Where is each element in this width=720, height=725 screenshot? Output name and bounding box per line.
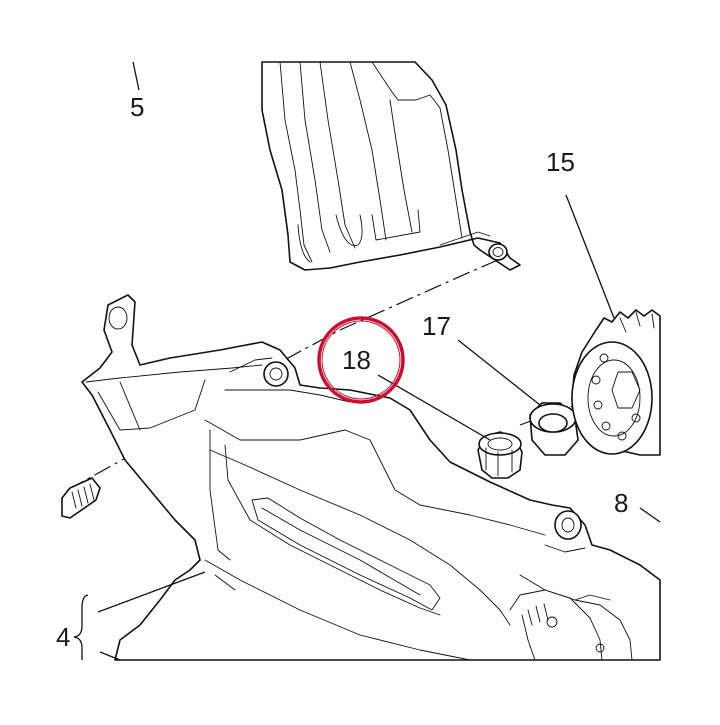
bolt-part xyxy=(61,477,101,519)
leader-4b xyxy=(99,651,121,661)
part-15-gear-pulley xyxy=(571,309,661,456)
highlight-circle-inner xyxy=(321,320,401,400)
highlight-circle xyxy=(317,316,405,404)
upper-cover-part xyxy=(261,61,521,271)
part-18-bushing xyxy=(477,431,523,479)
leader-lines xyxy=(73,61,661,661)
main-housing-part xyxy=(81,294,661,661)
leader-8 xyxy=(639,507,661,523)
callout-17: 17 xyxy=(422,311,451,341)
callout-8: 8 xyxy=(614,488,628,518)
part-17-bearing xyxy=(529,402,579,456)
leader-4a xyxy=(97,571,206,613)
leader-17 xyxy=(457,339,541,406)
callout-5: 5 xyxy=(130,92,144,122)
leader-15 xyxy=(565,194,615,319)
callout-labels: 5 15 17 18 8 4 xyxy=(56,92,628,652)
leader-5 xyxy=(132,61,140,91)
bracket-4 xyxy=(73,594,89,660)
callout-4: 4 xyxy=(56,622,70,652)
callout-18: 18 xyxy=(342,345,371,375)
leader-18 xyxy=(377,374,491,441)
callout-15: 15 xyxy=(546,147,575,177)
